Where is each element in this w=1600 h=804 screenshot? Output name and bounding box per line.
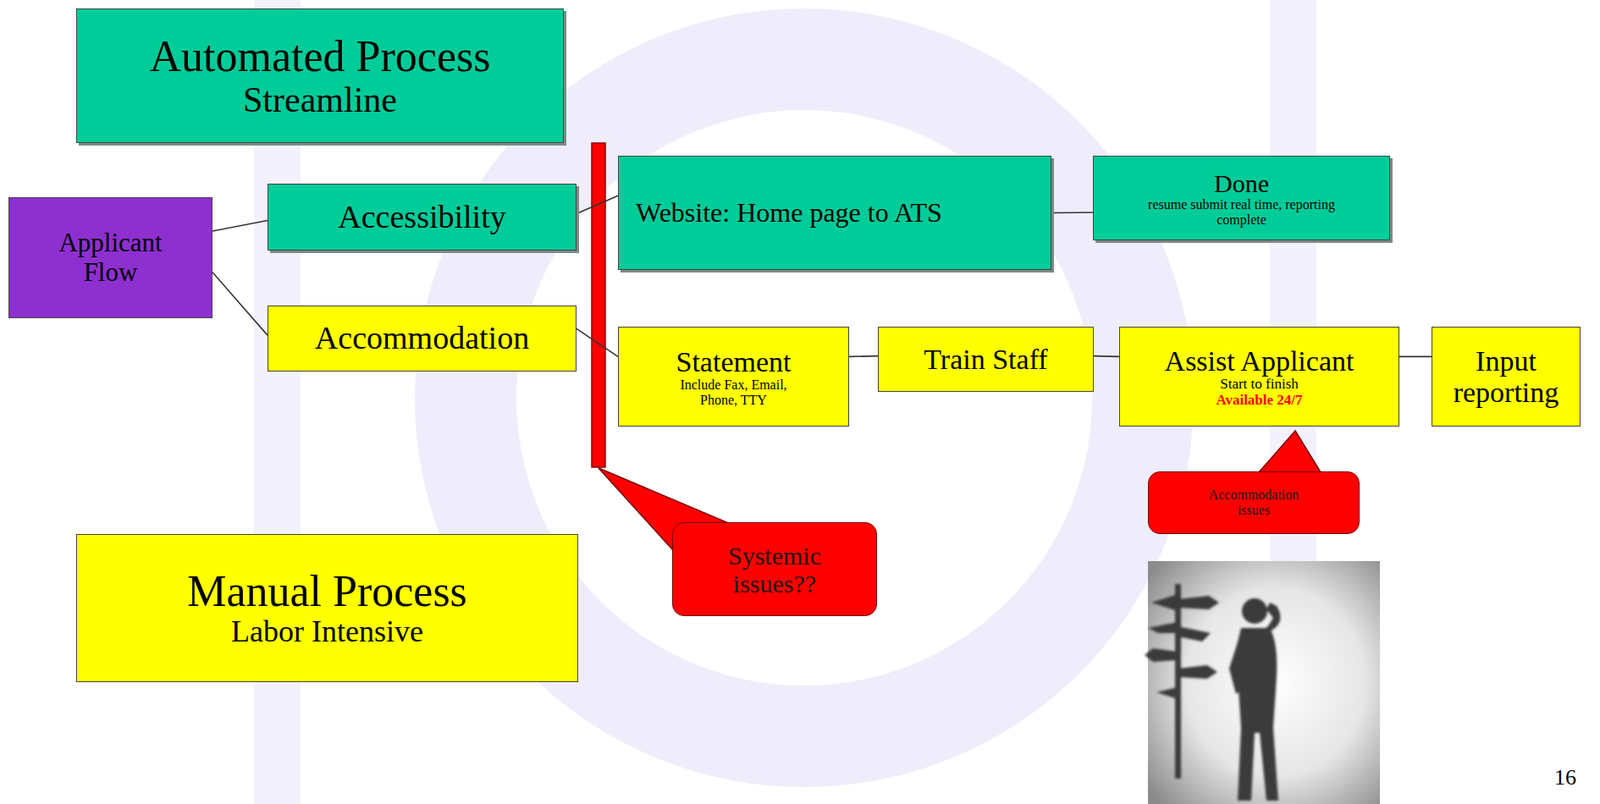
box-title: Accessibility [337,199,506,236]
box-title: Website: Home page to ATS [635,198,943,228]
connector-line [212,220,268,232]
process-box: Train Staff [877,326,1094,392]
box-title: Applicant Flow [38,228,183,287]
box-title: Accommodation issues [1194,487,1314,518]
process-box: Accommodation [267,305,577,372]
callout-box: Systemic issues?? [672,522,878,617]
connector-line [212,272,268,336]
connector-line [1093,355,1120,358]
process-box: Assist ApplicantStart to finishAvailable… [1119,326,1400,427]
crossroads-photo [1144,561,1380,804]
connector-line [1051,211,1093,214]
box-note: Streamline [242,80,398,120]
box-note: Available 24/7 [1215,392,1303,409]
page-number: 16 [1554,766,1577,791]
box-title: Train Staff [923,343,1048,376]
box-title: Systemic issues?? [689,541,860,598]
box-title: Assist Applicant [1164,345,1355,377]
process-box: Input reporting [1431,326,1581,427]
connector-line [849,355,878,358]
callout-box: Accommodation issues [1147,471,1360,535]
start-box: Applicant Flow [8,197,213,319]
box-note: resume submit real time, reporting compl… [1140,197,1344,227]
box-title: Accommodation [314,320,530,357]
heading-box: Manual ProcessLabor Intensive [76,534,579,683]
connector-line [576,195,618,214]
process-box: Website: Home page to ATS [617,155,1052,271]
box-note: Include Fax, Email, Phone, TTY [666,377,802,408]
box-note: Start to finish [1219,376,1299,393]
process-box: Doneresume submit real time, reporting c… [1092,155,1391,241]
divider-bar [591,143,606,468]
box-title: Input reporting [1439,345,1573,409]
process-box: Accessibility [267,183,577,251]
connector-line [1399,356,1432,359]
heading-box: Automated ProcessStreamline [76,8,564,144]
box-title: Statement [676,346,792,378]
connector-line [576,328,618,357]
box-title: Automated Process [149,32,492,81]
box-title: Manual Process [187,567,468,616]
box-note: Labor Intensive [231,615,424,650]
box-title: Done [1213,169,1269,198]
process-box: StatementInclude Fax, Email, Phone, TTY [617,326,850,427]
